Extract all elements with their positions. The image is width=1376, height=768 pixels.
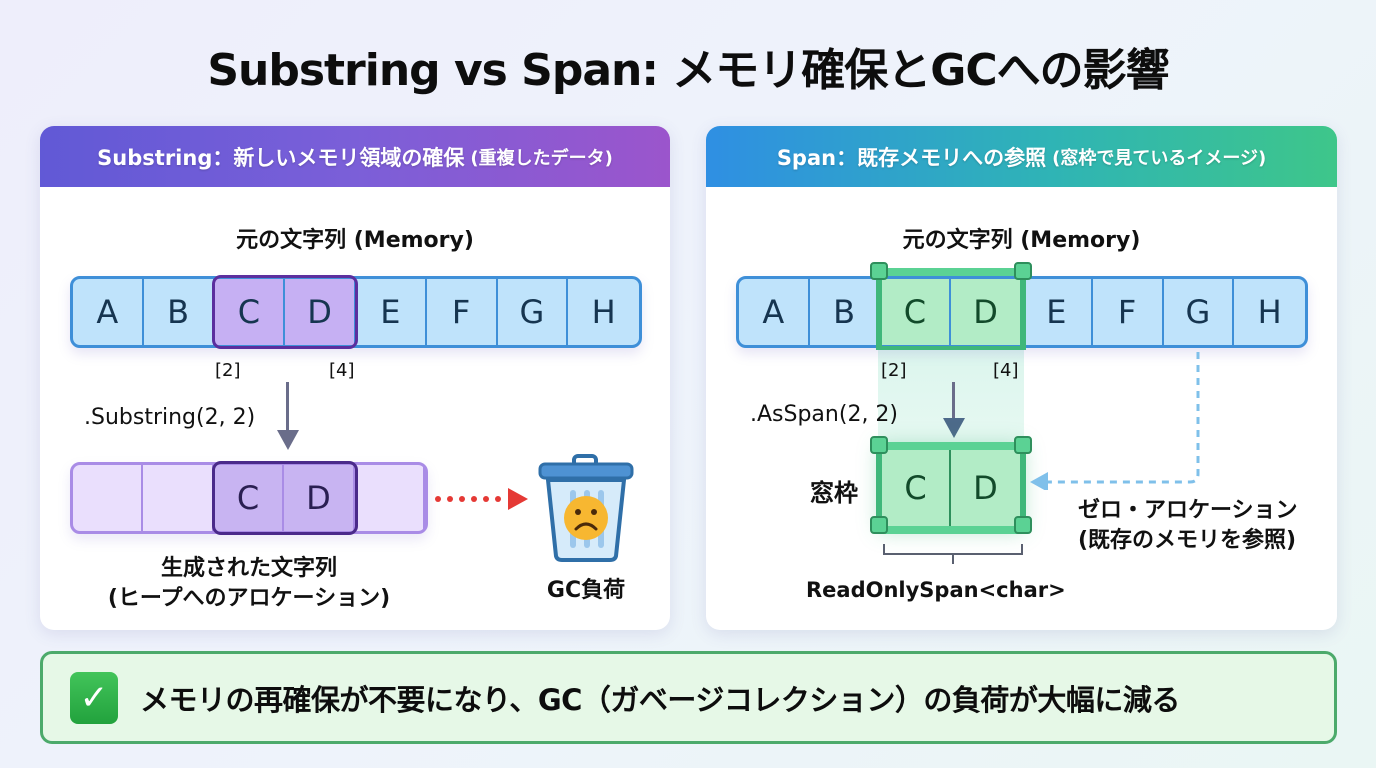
trash-can-icon — [538, 454, 634, 562]
result-label-line1: 生成された文字列 — [160, 556, 337, 581]
arrow-down-icon — [952, 382, 955, 422]
frame-corner — [870, 516, 888, 534]
zero-allocation-label: ゼロ・アロケーション — [1078, 498, 1298, 523]
memory-cell: E — [1022, 279, 1093, 345]
original-string-label: 元の文字列 (Memory) — [902, 228, 1141, 253]
result-cell — [143, 465, 214, 531]
span-cell: D — [951, 448, 1020, 528]
frame-corner — [870, 436, 888, 454]
page-title: Substring vs Span: メモリ確保とGCへの影響 — [207, 45, 1169, 96]
arrow-down-icon — [286, 382, 289, 432]
span-panel: Span：既存メモリへの参照 (窓枠で見ているイメージ) 元の文字列 (Memo… — [706, 126, 1337, 630]
span-panel-header: Span：既存メモリへの参照 (窓枠で見ているイメージ) — [706, 126, 1337, 187]
memory-cell: F — [1093, 279, 1164, 345]
substring-method-label: .Substring(2, 2) — [84, 405, 256, 430]
result-cell-copied: D — [284, 465, 355, 531]
memory-cell: G — [1164, 279, 1235, 345]
memory-cell: A — [73, 279, 144, 345]
arrow-head-icon — [943, 418, 965, 438]
span-header-paren: (窓枠で見ているイメージ) — [1052, 147, 1267, 169]
reference-existing-memory-label: (既存のメモリを参照) — [1078, 528, 1297, 553]
index-end-label: [4] — [329, 360, 355, 381]
substring-header-text: Substring：新しいメモリ領域の確保 — [97, 145, 465, 170]
index-start-label: [2] — [881, 360, 907, 381]
gc-load-label: GC負荷 — [546, 578, 626, 603]
frame-corner — [870, 262, 888, 280]
frame-corner — [1014, 516, 1032, 534]
result-cell — [355, 465, 426, 531]
frame-corner — [1014, 436, 1032, 454]
reference-dashed-arrow-icon — [1030, 352, 1200, 490]
memory-cell: E — [356, 279, 427, 345]
arrow-head-icon — [277, 430, 299, 450]
result-label-line2: (ヒープへのアロケーション) — [107, 586, 391, 611]
memory-cell: B — [810, 279, 881, 345]
dotted-arrow-icon — [435, 488, 528, 510]
check-mark-icon: ✓ — [70, 671, 118, 724]
span-header-text: Span：既存メモリへの参照 — [776, 145, 1047, 170]
substring-header-paren: (重複したデータ) — [470, 147, 613, 169]
memory-cell: H — [591, 293, 616, 331]
selection-highlight — [212, 275, 358, 349]
substring-panel: Substring：新しいメモリ領域の確保 (重複したデータ) 元の文字列 (M… — [40, 126, 670, 630]
result-memory-strip: C D — [70, 462, 428, 534]
memory-cell-viewed: C — [880, 279, 952, 345]
readonlyspan-type-label: ReadOnlySpan<char> — [806, 578, 1066, 602]
memory-cell: F — [427, 279, 498, 345]
bracket-icon — [883, 544, 1023, 564]
memory-cell: H — [1257, 293, 1282, 331]
result-cell — [73, 465, 144, 531]
memory-cell: B — [144, 279, 215, 345]
index-end-label: [4] — [993, 360, 1019, 381]
frame-corner — [1014, 262, 1032, 280]
copied-highlight — [212, 461, 358, 535]
span-window-frame — [876, 442, 1026, 534]
result-cell-copied: C — [213, 465, 285, 531]
span-cell: C — [882, 448, 951, 528]
summary-text: メモリの再確保が不要になり、GC（ガベージコレクション）の負荷が大幅に減る — [140, 682, 1180, 717]
memory-cell-selected: C — [214, 279, 286, 345]
asspan-method-label: .AsSpan(2, 2) — [750, 402, 899, 427]
index-start-label: [2] — [215, 360, 241, 381]
span-window-frame-top — [876, 268, 1026, 350]
memory-cell: A — [739, 279, 810, 345]
summary-banner: ✓ メモリの再確保が不要になり、GC（ガベージコレクション）の負荷が大幅に減る — [40, 651, 1337, 744]
span-window-cells: C D — [882, 448, 1020, 528]
window-label: 窓枠 — [810, 479, 858, 507]
original-string-label: 元の文字列 (Memory) — [236, 228, 474, 253]
memory-cell: G — [498, 279, 569, 345]
substring-panel-header: Substring：新しいメモリ領域の確保 (重複したデータ) — [40, 126, 670, 187]
